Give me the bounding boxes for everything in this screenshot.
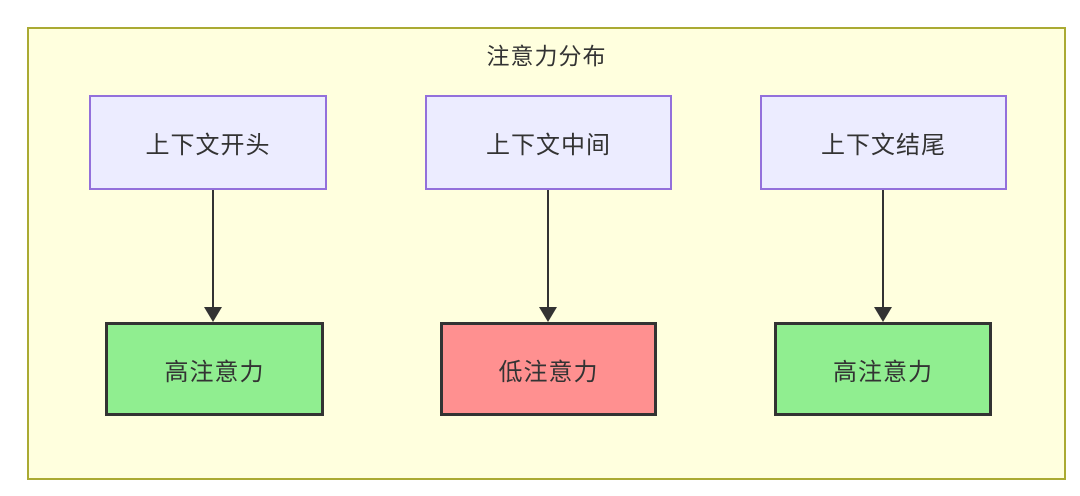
node-high-attention-1: 高注意力: [105, 322, 324, 416]
node-context-end: 上下文结尾: [760, 95, 1007, 190]
node-context-end-label: 上下文结尾: [821, 132, 946, 159]
attention-distribution-cluster: 注意力分布 上下文开头 高注意力 上下文中间 低注意力 上下文结尾: [27, 27, 1066, 480]
arrow-line: [212, 190, 214, 309]
diagram-title: 注意力分布: [486, 43, 607, 69]
node-high-attention-2-label: 高注意力: [833, 358, 933, 386]
node-low-attention-label: 低注意力: [498, 358, 599, 386]
node-context-middle-label: 上下文中间: [486, 132, 611, 159]
node-high-attention-1-label: 高注意力: [164, 358, 265, 386]
arrow-head-icon: [204, 307, 222, 322]
node-context-beginning: 上下文开头: [89, 95, 327, 190]
arrow-head-icon: [539, 307, 557, 322]
node-context-beginning-label: 上下文开头: [145, 132, 271, 159]
arrow-head-icon: [874, 307, 892, 322]
node-context-middle: 上下文中间: [425, 95, 672, 190]
arrow-line: [882, 190, 884, 309]
arrow-line: [547, 190, 549, 309]
node-low-attention: 低注意力: [440, 322, 657, 416]
node-high-attention-2: 高注意力: [774, 322, 992, 416]
